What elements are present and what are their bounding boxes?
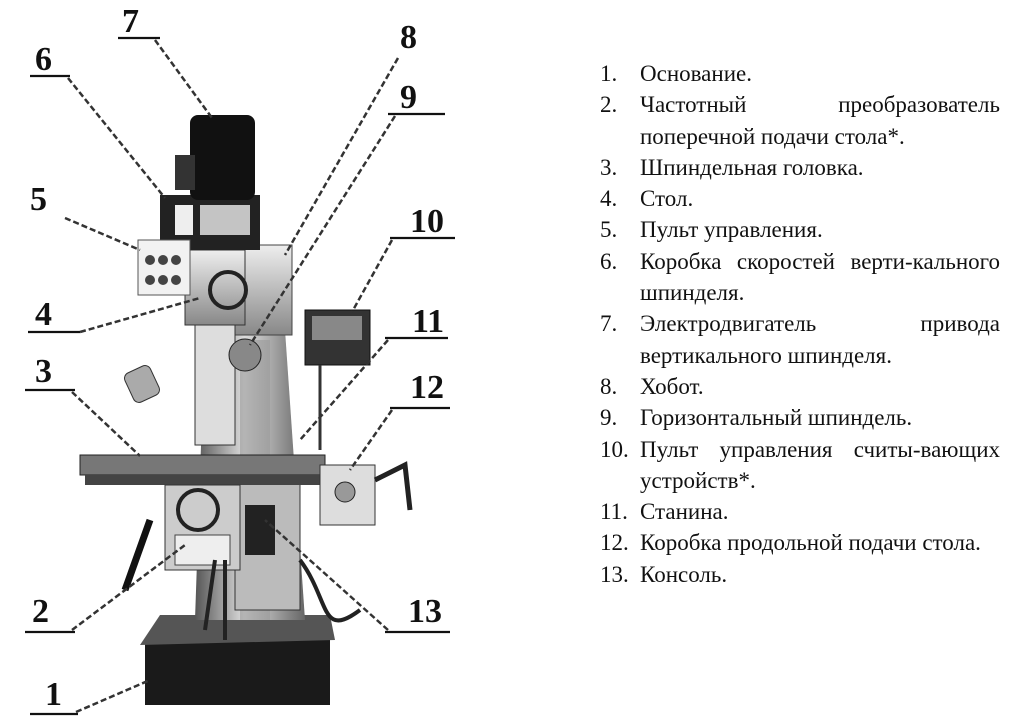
legend-item-number: 9. (600, 405, 618, 431)
callout-1: 1 (30, 676, 151, 716)
callout-6: 6 (30, 41, 166, 199)
legend-item: 2. Частотный преобразователь поперечной п… (600, 89, 1000, 152)
milling-machine-figure: 7 6 8 9 5 10 4 11 3 12 (25, 3, 455, 716)
callout-3: 3 (25, 353, 141, 457)
control-panel (137, 239, 191, 296)
legend-item-text: Шпиндельная головка. (640, 154, 864, 180)
legend-item-text: Частотный преобразователь поперечной под… (640, 92, 1000, 149)
legend-item: 9. Горизонтальный шпиндель. (600, 402, 1000, 433)
label-7: 7 (122, 3, 139, 40)
label-2: 2 (32, 593, 49, 630)
legend-item: 12. Коробка продольной подачи стола. (600, 527, 1000, 558)
legend-item-number: 3. (600, 154, 618, 180)
callout-2: 2 (25, 544, 186, 634)
legend-item-number: 10. (600, 436, 629, 462)
callout-5: 5 (30, 181, 141, 252)
label-9: 9 (400, 79, 417, 116)
label-13: 13 (408, 593, 442, 630)
callout-10: 10 (350, 203, 455, 313)
callout-12: 12 (348, 369, 450, 471)
legend-item-text: Основание. (640, 61, 752, 86)
legend-item: 3. Шпиндельная головка. (600, 152, 1000, 183)
callout-13: 13 (264, 519, 450, 634)
label-8: 8 (400, 19, 417, 56)
callout-11: 11 (299, 303, 448, 441)
legend-item-text: Стол. (640, 186, 694, 212)
machine-base (145, 640, 330, 705)
legend-item-number: 13. (600, 561, 629, 587)
legend-item-number: 11. (600, 499, 628, 525)
legend-item-number: 7. (600, 311, 618, 337)
callout-4: 4 (28, 296, 201, 334)
legend-item-text: Хобот. (640, 373, 704, 399)
legend-item: 5. Пульт управления. (600, 214, 1000, 245)
label-1: 1 (45, 676, 62, 713)
legend-item-number: 4. (600, 186, 618, 212)
legend-item-text: Горизонтальный шпиндель. (640, 405, 913, 431)
legend-item: 7. Электродвигатель привода вертикального… (600, 308, 1000, 371)
legend-item-text: Пульт управления. (640, 217, 823, 243)
legend-item: 4. Стол. (600, 183, 1000, 214)
legend-item-number: 5. (600, 217, 618, 243)
legend-item-text: Коробка продольной подачи стола. (640, 530, 981, 556)
legend-item-text: Пульт управления считы-вающих устройств*… (640, 436, 1000, 493)
callout-7: 7 (118, 3, 214, 119)
legend-item: 13. Консоль. (600, 559, 1000, 590)
label-4: 4 (35, 296, 52, 333)
label-10: 10 (410, 203, 444, 240)
legend-item-text: Коробка скоростей верти-кального шпиндел… (640, 248, 1000, 306)
machine-table (79, 454, 326, 476)
label-6: 6 (35, 41, 52, 78)
label-11: 11 (412, 303, 444, 340)
machine-drawing (79, 115, 413, 705)
legend-item-text: Станина. (640, 499, 729, 525)
legend-item: 8. Хобот. (600, 371, 1000, 402)
label-5: 5 (30, 181, 47, 218)
feed-box (319, 464, 376, 526)
legend-item: 1. Основание. (600, 58, 1000, 89)
legend-item: 11. Станина. (600, 496, 1000, 527)
legend-item-number: 6. (600, 248, 618, 274)
callout-8: 8 (283, 19, 417, 256)
legend-item-number: 8. (600, 373, 618, 399)
legend-item: 6. Коробка скоростей верти-кального шпинд… (600, 246, 1000, 309)
parts-legend: 1. Основание. 2. Частотный преобразователь … (600, 58, 1000, 590)
legend-item-number: 2. (600, 92, 618, 118)
spindle-motor (190, 115, 255, 200)
spindle-head (184, 249, 246, 326)
label-12: 12 (410, 369, 444, 406)
feed-handwheel (176, 488, 220, 532)
legend-item-number: 12. (600, 530, 629, 556)
legend-item-text: Консоль. (640, 561, 728, 587)
callout-9: 9 (248, 79, 445, 346)
label-3: 3 (35, 353, 52, 390)
legend-item-text: Электродвигатель привода вертикального ш… (640, 311, 1000, 368)
legend-item-number: 1. (600, 61, 618, 86)
legend-item: 10. Пульт управления считы-вающих устройс… (600, 434, 1000, 497)
